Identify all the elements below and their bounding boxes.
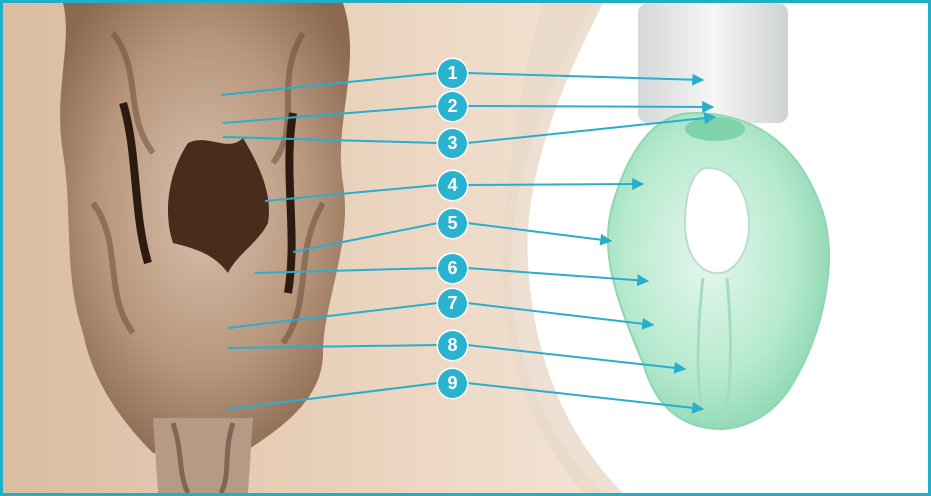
mask-tube: [638, 3, 788, 123]
right-fold-gap: [288, 113, 293, 293]
marker-9: 9: [438, 369, 467, 398]
marker-5: 5: [438, 209, 467, 238]
marker-3: 3: [438, 129, 467, 158]
marker-2: 2: [438, 92, 467, 121]
mask-cuff-top: [685, 117, 745, 141]
marker-7: 7: [438, 289, 467, 318]
marker-6: 6: [438, 254, 467, 283]
marker-1: 1: [438, 59, 467, 88]
marker-4: 4: [438, 171, 467, 200]
trachea: [153, 418, 253, 493]
marker-8: 8: [438, 331, 467, 360]
